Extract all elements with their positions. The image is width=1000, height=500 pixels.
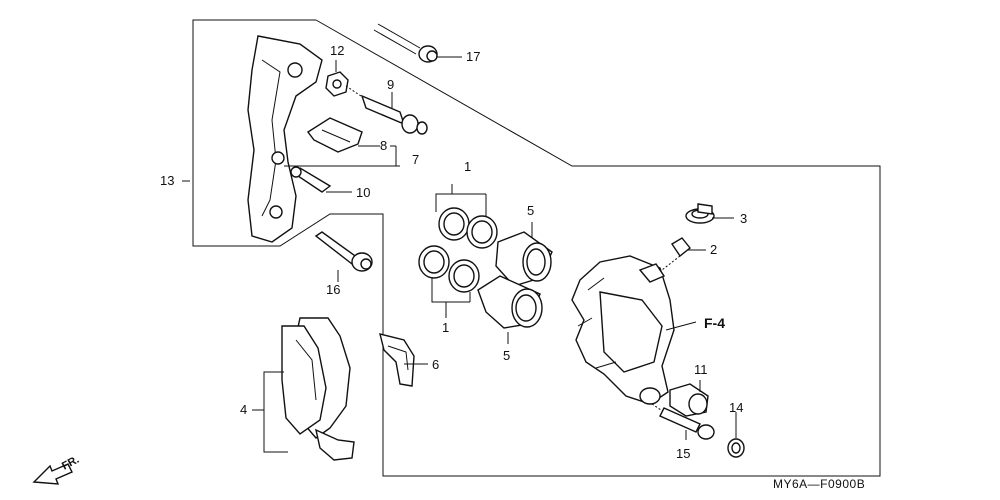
callout-3: 3 <box>740 211 748 226</box>
callout-7: 7 <box>412 152 420 167</box>
clip-8 <box>306 117 363 153</box>
pin-9 <box>345 85 428 135</box>
callout-5-top: 5 <box>527 203 535 218</box>
callout-11: 11 <box>694 362 708 377</box>
caliper-bracket <box>247 35 323 243</box>
reference-f4: F-4 <box>704 315 725 331</box>
pin-10 <box>290 166 332 193</box>
pistons <box>477 231 553 329</box>
piston-seals <box>418 207 498 293</box>
bracket-group-boundary <box>192 19 881 477</box>
bleeder-cap-3 <box>685 203 715 224</box>
bolt-15 <box>651 403 715 440</box>
callout-2: 2 <box>710 242 718 257</box>
bolt-16 <box>314 231 373 272</box>
callout-14: 14 <box>729 400 744 415</box>
pin-bolt-11 <box>669 383 709 417</box>
callout-8: 8 <box>380 138 388 153</box>
callout-16: 16 <box>326 282 341 297</box>
callout-1-top: 1 <box>464 159 472 174</box>
diagram-code: MY6A—F0900B <box>773 477 866 491</box>
callout-17: 17 <box>466 49 481 64</box>
front-direction-arrow <box>32 463 73 485</box>
callout-5-bottom: 5 <box>503 348 511 363</box>
callout-9: 9 <box>387 77 395 92</box>
callout-13: 13 <box>160 173 175 188</box>
callout-15: 15 <box>676 446 691 461</box>
callout-10: 10 <box>356 185 371 200</box>
callout-12: 12 <box>330 43 345 58</box>
bleeder-valve-2 <box>661 237 691 271</box>
bolt-17 <box>373 23 438 63</box>
pad-spring-6 <box>379 333 415 387</box>
callout-1-bottom: 1 <box>442 320 450 335</box>
callout-6: 6 <box>432 357 440 372</box>
brake-pads <box>281 317 355 461</box>
caliper-body <box>571 255 675 405</box>
callout-4: 4 <box>240 402 248 417</box>
plug-14 <box>727 438 745 458</box>
nut-12 <box>325 71 349 97</box>
